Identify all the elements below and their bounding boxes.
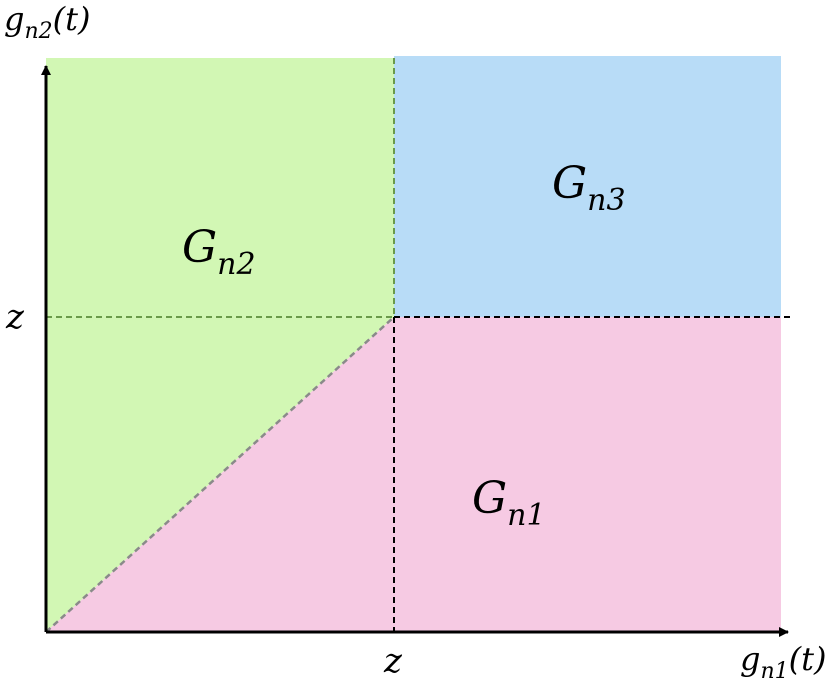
diagonal-dashed [45, 316, 395, 633]
regions [46, 56, 781, 632]
y-axis-label: gn2(t) [4, 0, 90, 44]
axes [41, 65, 789, 637]
x-axis-label: gn1(t) [740, 640, 826, 684]
region-gn1-label: Gn1 [472, 473, 546, 533]
region-gn2-label: Gn2 [182, 222, 256, 282]
region-gn1-area [46, 317, 781, 632]
x-threshold-label: z [383, 641, 403, 681]
region-gn3-label: Gn3 [552, 158, 626, 218]
boundary-lines [45, 58, 792, 633]
region-gn3-area [394, 56, 781, 317]
region-gn2-area [46, 58, 394, 632]
y-threshold-label: z [5, 297, 25, 337]
